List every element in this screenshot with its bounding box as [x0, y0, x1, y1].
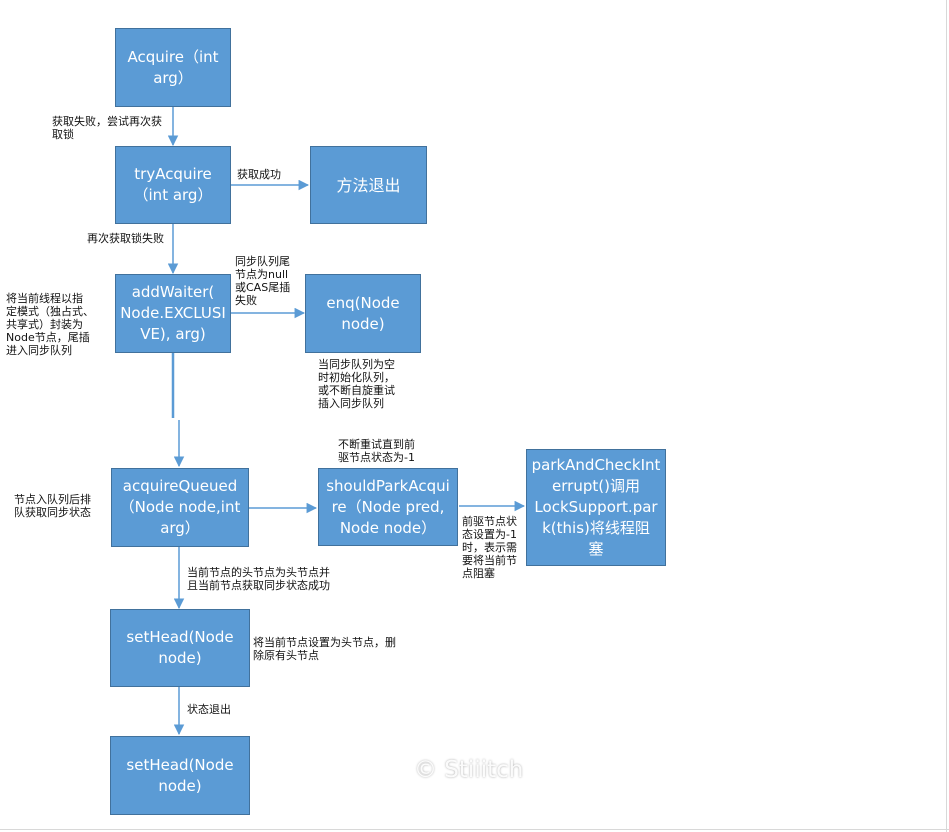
- add-waiter-box: addWaiter( Node.EXCLUSI VE), arg): [115, 274, 231, 353]
- acquire-queued-box: acquireQueued （Node node,int arg）: [111, 468, 249, 547]
- note-head-success: 当前节点的头节点为头节点并 且当前节点获取同步状态成功: [187, 566, 330, 592]
- acquire-box: Acquire（int arg）: [115, 28, 231, 107]
- enq-label: enq(Node node): [326, 293, 400, 333]
- acquire-label: Acquire（int arg）: [127, 47, 219, 87]
- park-check-box: parkAndCheckInt errupt()调用 LockSupport.p…: [526, 449, 666, 566]
- note-tail-null: 同步队列尾 节点为null 或CAS尾插 失败: [235, 255, 291, 307]
- note-retry-until: 不断重试直到前 驱节点状态为-1: [338, 438, 415, 464]
- frame-edge-bottom: [0, 829, 949, 830]
- enq-box: enq(Node node): [305, 274, 421, 353]
- acquire-queued-label: acquireQueued （Node node,int arg）: [119, 477, 241, 537]
- note-set-head-desc: 将当前节点设置为头节点，删 除原有头节点: [253, 636, 396, 662]
- add-waiter-label: addWaiter( Node.EXCLUSI VE), arg): [120, 283, 226, 343]
- exit-method-box: 方法退出: [310, 146, 427, 224]
- note-enqueue-after: 节点入队列后排 队获取同步状态: [14, 493, 91, 519]
- set-head-label-2: setHead(Node node): [126, 755, 234, 795]
- watermark: © Stiiitch: [414, 757, 524, 783]
- try-acquire-box: tryAcquire （int arg）: [115, 146, 231, 224]
- set-head-label-1: setHead(Node node): [126, 628, 234, 667]
- note-enq-desc: 当同步队列为空 时初始化队列， 或不断自旋重试 插入同步队列: [318, 358, 395, 410]
- try-acquire-label: tryAcquire （int arg）: [133, 165, 213, 204]
- note-success: 获取成功: [237, 168, 281, 181]
- should-park-box: shouldParkAcqui re（Node pred, Node node）: [318, 468, 458, 546]
- note-pred-status: 前驱节点状 态设置为-1 时，表示需 要将当前节 点阻塞: [462, 515, 517, 580]
- frame-edge-right: [946, 0, 947, 832]
- park-check-label: parkAndCheckInt errupt()调用 LockSupport.p…: [531, 456, 661, 558]
- should-park-label: shouldParkAcqui re（Node pred, Node node）: [326, 476, 450, 537]
- exit-method-label: 方法退出: [336, 175, 401, 195]
- note-retry-fail: 再次获取锁失败: [87, 232, 164, 245]
- note-wrap-node: 将当前线程以指 定模式（独占式、 共享式）封装为 Node节点，尾插 进入同步队…: [6, 292, 94, 357]
- set-head-box-1: setHead(Node node): [110, 609, 250, 687]
- note-state-exit: 状态退出: [187, 703, 231, 716]
- set-head-box-2: setHead(Node node): [110, 736, 250, 815]
- note-acquire-fail: 获取失败，尝试再次获 取锁: [52, 115, 162, 141]
